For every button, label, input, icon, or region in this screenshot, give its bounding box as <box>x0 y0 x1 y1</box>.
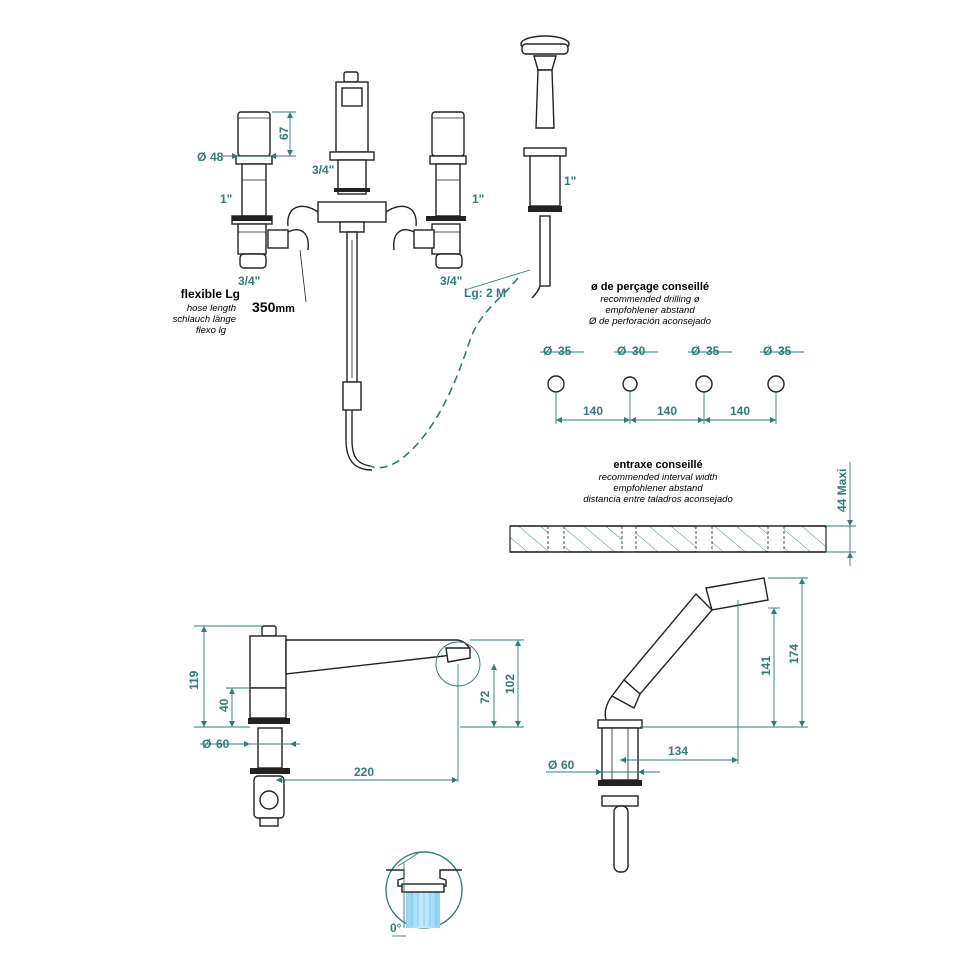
detail-circle <box>385 851 463 937</box>
interval-max-label: 44 Maxi <box>835 469 849 512</box>
drilling-title: ø de perçage conseillé <box>591 281 709 293</box>
dim-67 <box>272 111 296 157</box>
drill-dia-3: 35 <box>706 344 720 358</box>
spout-h72: 72 <box>478 690 492 704</box>
spout-dia-sym: Ø <box>202 737 211 751</box>
hose-dashed <box>369 277 519 469</box>
flexible-line-3: flexo lg <box>196 325 227 336</box>
drill-dia-sym-3: Ø <box>691 344 700 358</box>
drill-spacing-3: 140 <box>730 404 750 418</box>
shower-dimensions <box>546 577 808 775</box>
spout-h119: 119 <box>187 670 201 690</box>
spout-dia60: 60 <box>216 737 230 751</box>
interval-line-1: recommended interval width <box>599 472 718 483</box>
drill-spacing-1: 140 <box>583 404 603 418</box>
thread-34-center: 3/4" <box>312 163 334 177</box>
drill-dia-sym-2: Ø <box>617 344 626 358</box>
spout-h40: 40 <box>217 698 231 712</box>
drill-spacing-2: 140 <box>657 404 677 418</box>
hand-shower-top <box>520 35 570 299</box>
detail-angle: 0° <box>390 921 402 935</box>
drill-dia-4: 35 <box>778 344 792 358</box>
right-valve <box>393 111 467 269</box>
spout-h102: 102 <box>503 674 517 694</box>
drill-dia-2: 30 <box>632 344 646 358</box>
flexible-line-2: schlauch länge <box>173 314 236 325</box>
interval-line-3: distancia entre taladros aconsejado <box>583 494 732 505</box>
interval-title: entraxe conseillé <box>613 459 702 471</box>
thread-34-right: 3/4" <box>440 274 462 288</box>
thread-1-right: 1" <box>472 192 484 206</box>
shower-w134: 134 <box>668 744 688 758</box>
shower-side-view <box>597 577 769 873</box>
drilling-line-2: empfohlener abstand <box>605 305 695 316</box>
dim-48-label: 48 <box>210 150 224 164</box>
dim-67-label: 67 <box>277 126 291 140</box>
spout-dimensions <box>194 625 524 783</box>
flexible-length: 350mm <box>252 299 295 315</box>
flexible-line-1: hose length <box>187 303 236 314</box>
hose-length-label: Lg: 2 M <box>464 286 506 300</box>
spout-reach220: 220 <box>354 765 374 779</box>
spout-side-view <box>248 625 481 827</box>
deck-section <box>509 462 856 566</box>
drilling-line-3: Ø de perforación aconsejado <box>588 316 711 327</box>
drill-dia-sym-4: Ø <box>763 344 772 358</box>
drill-holes <box>540 351 804 424</box>
interval-line-2: empfohlener abstand <box>613 483 703 494</box>
thread-34-left: 3/4" <box>238 274 260 288</box>
shower-dia60: 60 <box>561 758 575 772</box>
drill-dia-sym-1: Ø <box>543 344 552 358</box>
center-diverter <box>287 71 417 471</box>
shower-h141: 141 <box>759 656 773 676</box>
thread-1-left: 1" <box>220 192 232 206</box>
flexible-title: flexible Lg <box>181 287 240 301</box>
drilling-line-1: recommended drilling ø <box>600 294 699 305</box>
thread-1-shower: 1" <box>564 174 576 188</box>
drill-dia-1: 35 <box>558 344 572 358</box>
shower-h174: 174 <box>787 644 801 664</box>
shower-dia-sym: Ø <box>548 758 557 772</box>
dia-symbol-48: Ø <box>197 150 206 164</box>
